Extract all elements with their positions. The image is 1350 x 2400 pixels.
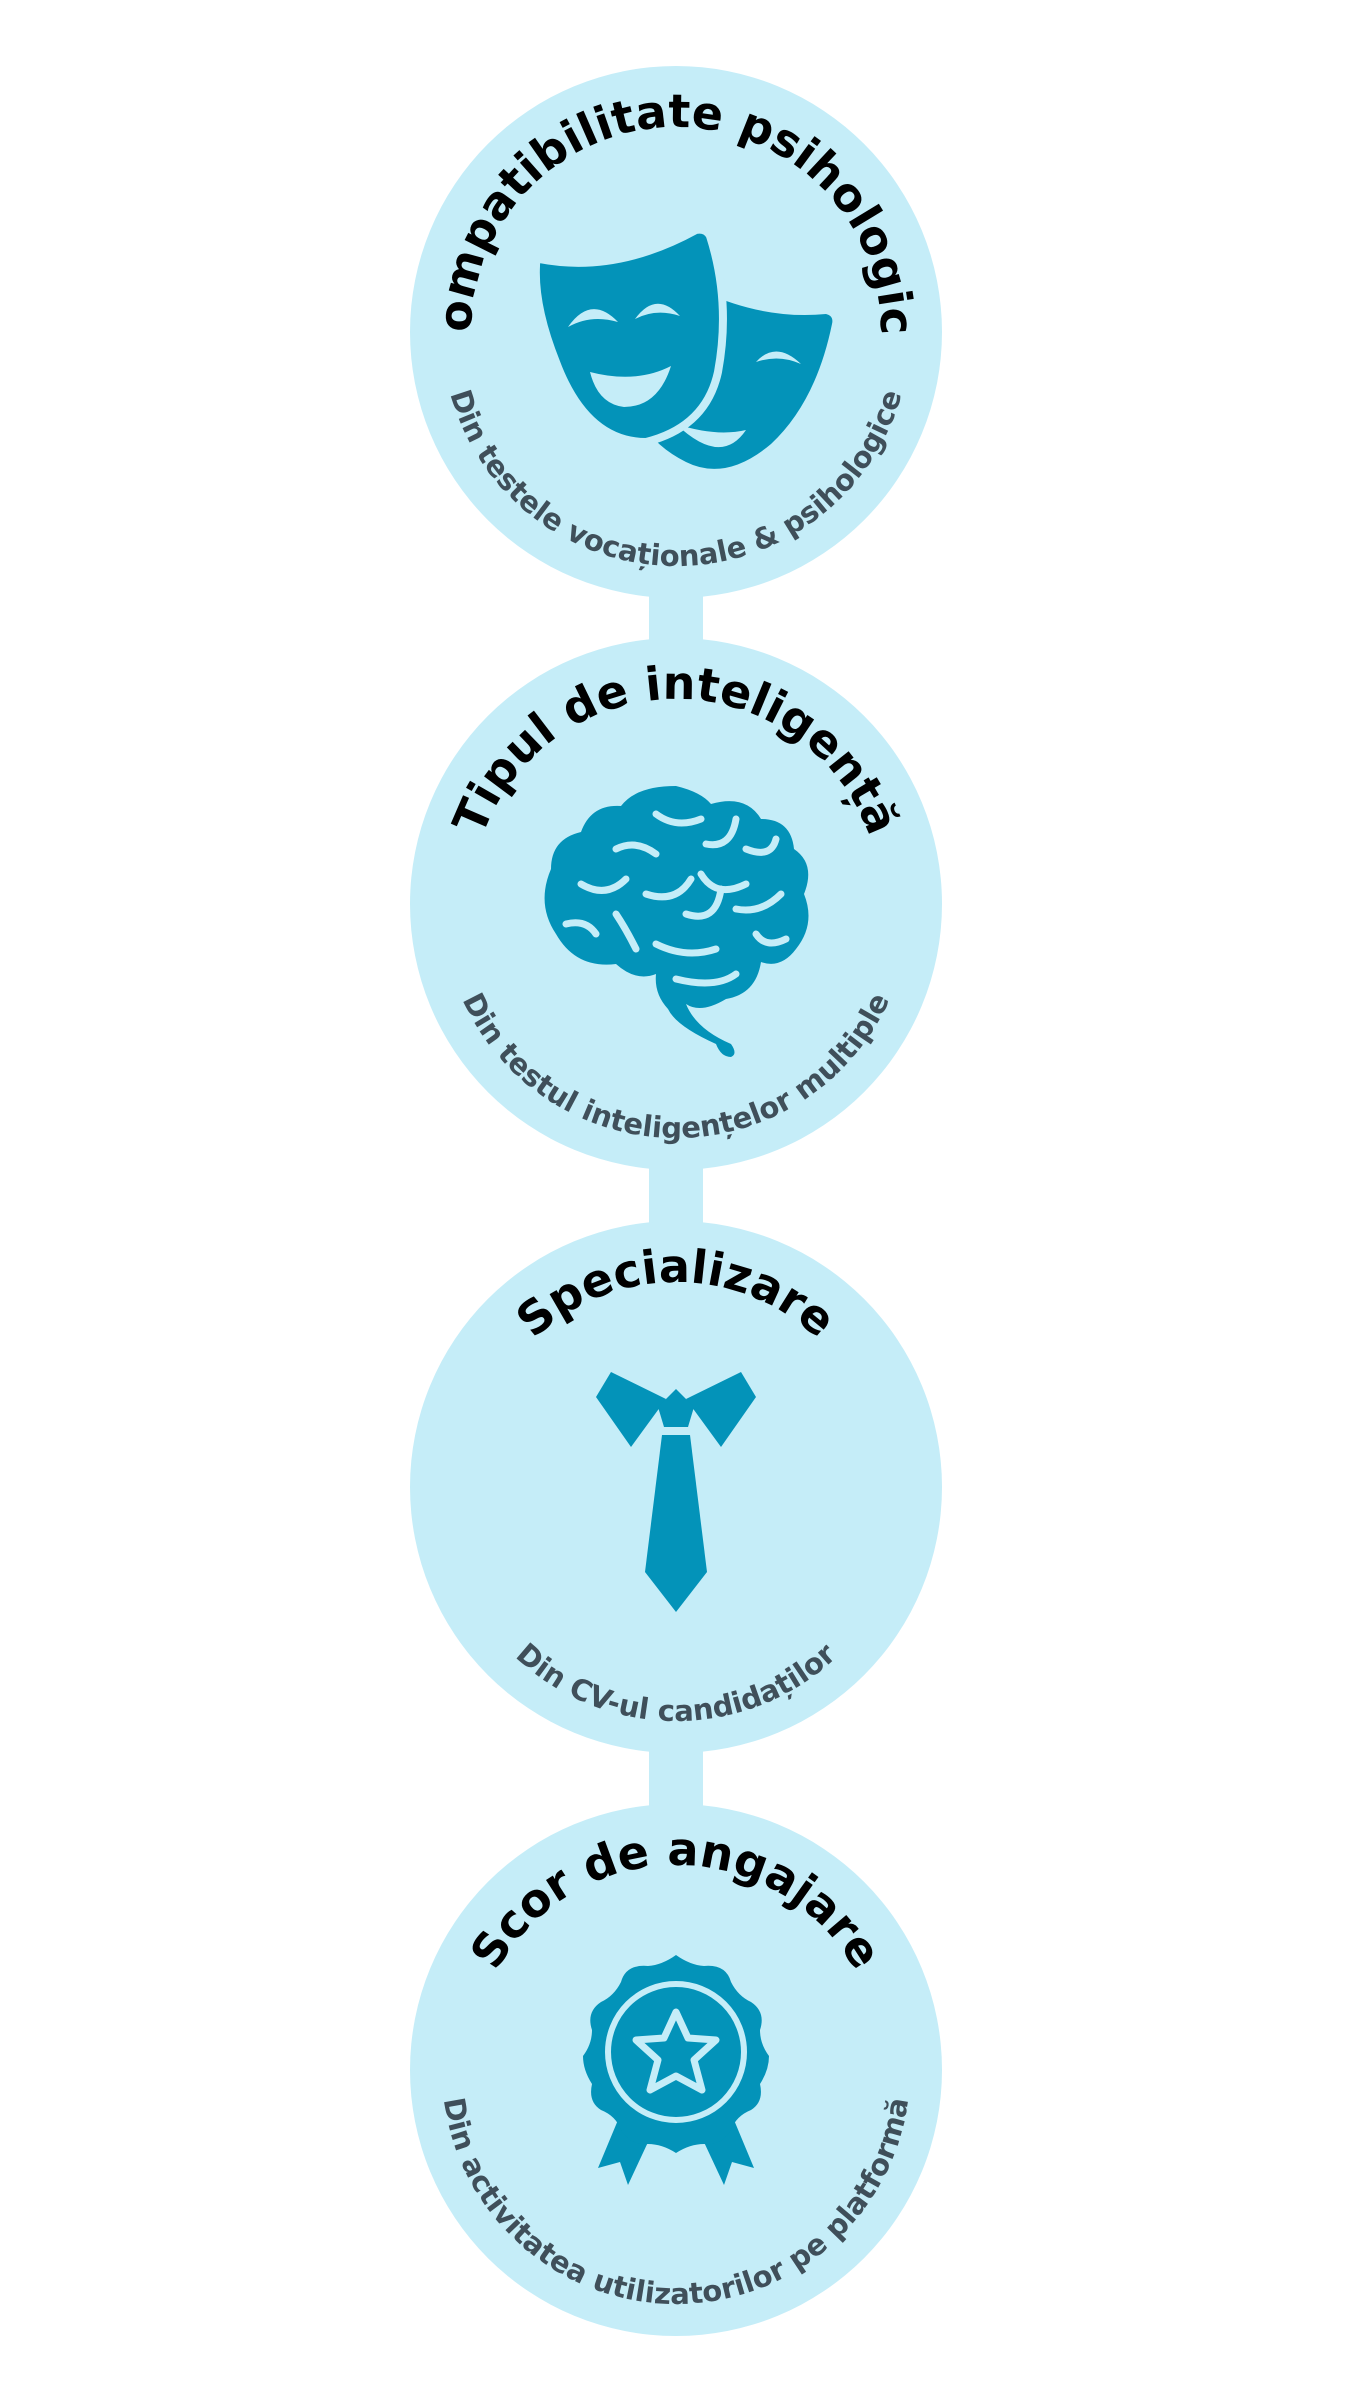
step-specialization: Specializare Din CV-ul candidaților (410, 1221, 942, 1753)
step-employment-score: Scor de angajare Din activitatea utiliza… (410, 1804, 942, 2336)
step-intelligence-type: Tipul de inteligență Din testul intelige… (410, 638, 942, 1170)
necktie-icon (596, 1372, 756, 1612)
connector-line (649, 332, 703, 2070)
brain-icon (544, 786, 809, 1057)
award-badge-icon (583, 1955, 769, 2185)
step-psychological-compatibility: Compatibilitate psihologică Din testele … (0, 0, 942, 598)
theater-masks-icon (531, 225, 833, 469)
